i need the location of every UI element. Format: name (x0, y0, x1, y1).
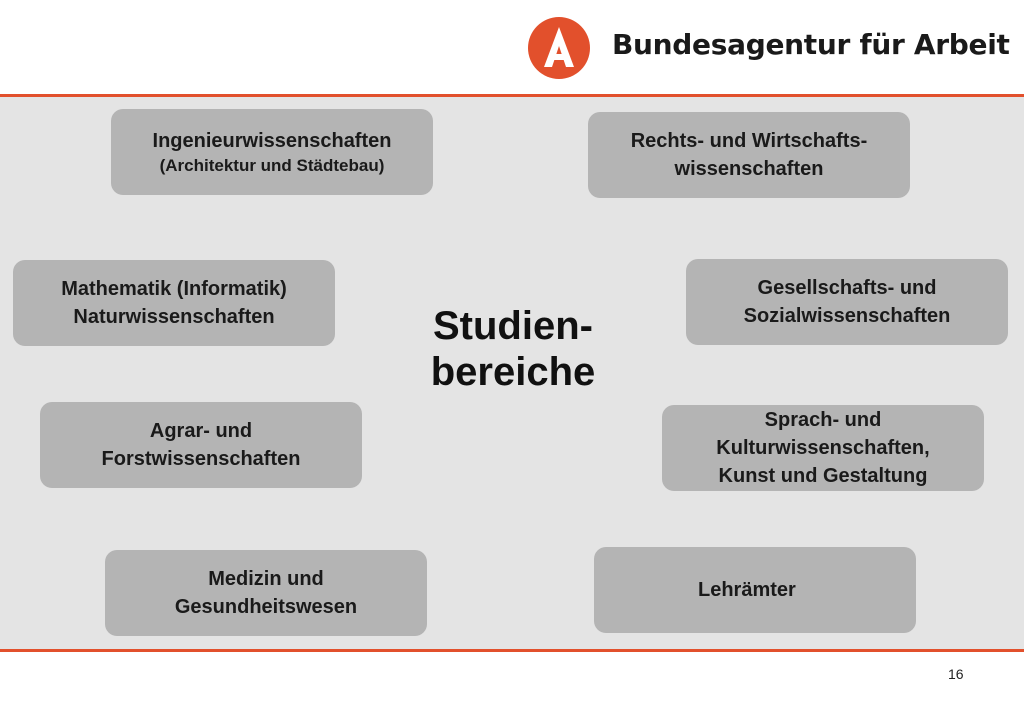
center-label: Studien- bereiche (430, 304, 596, 394)
area-title: Gesellschafts- und Sozialwissenschaften (743, 277, 951, 327)
area-gesellschafts-sozialwissenschaften: Gesellschafts- und Sozialwissenschaften (686, 259, 1008, 345)
area-title: Agrar- und Forstwissenschaften (101, 420, 301, 470)
page-number: 16 (948, 666, 964, 682)
area-mathematik-naturwissenschaften: Mathematik (Informatik) Naturwissenschaf… (13, 260, 335, 346)
area-title: Medizin und Gesundheitswesen (174, 568, 358, 618)
area-title: Mathematik (Informatik) Naturwissenschaf… (61, 278, 287, 328)
area-title: Rechts- und Wirtschafts- wissenschaften (630, 130, 868, 180)
ba-triangle-logo-icon (528, 17, 590, 79)
area-agrar-forstwissenschaften: Agrar- und Forstwissenschaften (40, 402, 362, 488)
brand-name: Bundesagentur für Arbeit (612, 28, 1010, 61)
top-accent-rule (0, 94, 1024, 97)
diagram-panel: Ingenieurwissenschaften (Architektur und… (0, 97, 1024, 649)
area-rechts-wirtschaftswissenschaften: Rechts- und Wirtschafts- wissenschaften (588, 112, 910, 198)
area-lehraemter: Lehrämter (594, 547, 916, 633)
area-ingenieurwissenschaften: Ingenieurwissenschaften (Architektur und… (111, 109, 433, 195)
area-sprach-kulturwissenschaften: Sprach- und Kulturwissenschaften, Kunst … (662, 405, 984, 491)
bottom-accent-rule (0, 649, 1024, 652)
area-title: Lehrämter (698, 579, 796, 601)
area-title: Sprach- und Kulturwissenschaften, Kunst … (716, 409, 930, 487)
area-medizin-gesundheitswesen: Medizin und Gesundheitswesen (105, 550, 427, 636)
area-subtitle: (Architektur und Städtebau) (159, 156, 385, 175)
header: Bundesagentur für Arbeit (0, 0, 1024, 94)
area-title: Ingenieurwissenschaften (152, 130, 392, 152)
